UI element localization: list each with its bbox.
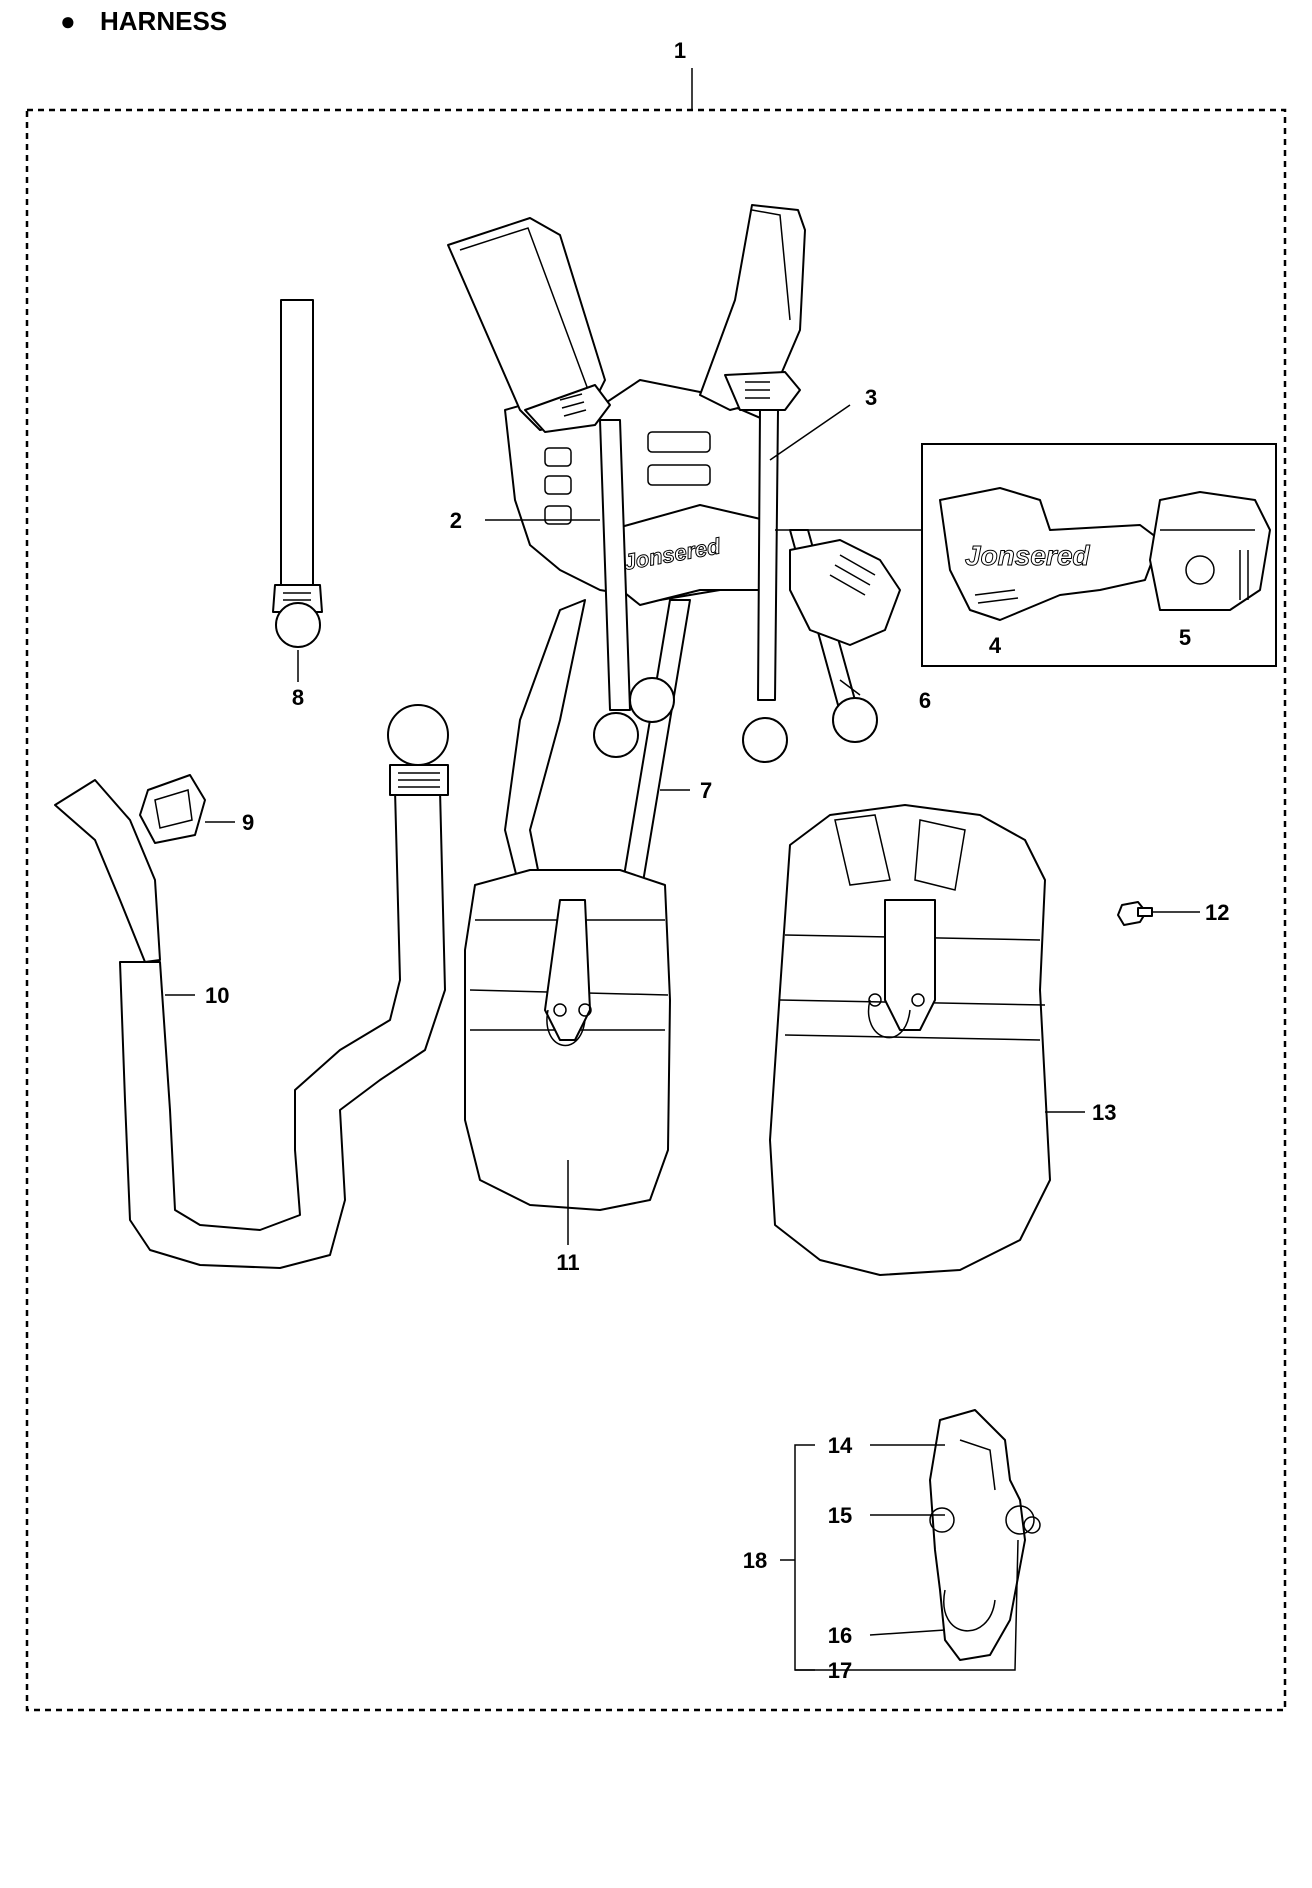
callout-18: 18	[743, 1548, 767, 1573]
callout-13: 13	[1092, 1100, 1116, 1125]
hook-assembly	[929, 1409, 1041, 1661]
callout-1: 1	[674, 38, 686, 63]
part-4-logo-plate: Jonsered	[939, 487, 1161, 621]
callout-15: 15	[828, 1503, 852, 1528]
callout-7: 7	[700, 778, 712, 803]
callout-11: 11	[556, 1250, 579, 1275]
part-9-buckle	[139, 774, 206, 844]
callout-4: 4	[989, 633, 1002, 658]
header-title: HARNESS	[100, 6, 227, 36]
callout-5: 5	[1179, 625, 1191, 650]
callout-2: 2	[450, 508, 462, 533]
callout-17: 17	[828, 1658, 852, 1683]
callout-10: 10	[205, 983, 229, 1008]
harness-assembly: Jonsered	[447, 204, 901, 901]
callout-3: 3	[865, 385, 877, 410]
inset-brand-logo: Jonsered	[965, 540, 1090, 571]
callout-9: 9	[242, 810, 254, 835]
part-11-hip-pad	[464, 869, 671, 1211]
part-10-waist-belt	[54, 704, 449, 1269]
part-5-cover-plate	[1149, 491, 1271, 611]
part-12-screw	[1117, 901, 1153, 926]
assembly-frame	[25, 108, 1287, 1712]
callout-8: 8	[292, 685, 304, 710]
callout-14: 14	[828, 1433, 853, 1458]
part-8-strap	[272, 299, 323, 648]
callout-16: 16	[828, 1623, 852, 1648]
part-13-hip-pad-large	[769, 804, 1051, 1276]
callout-6: 6	[919, 688, 931, 713]
callout-12: 12	[1205, 900, 1229, 925]
header-bullet: ●	[60, 6, 76, 36]
